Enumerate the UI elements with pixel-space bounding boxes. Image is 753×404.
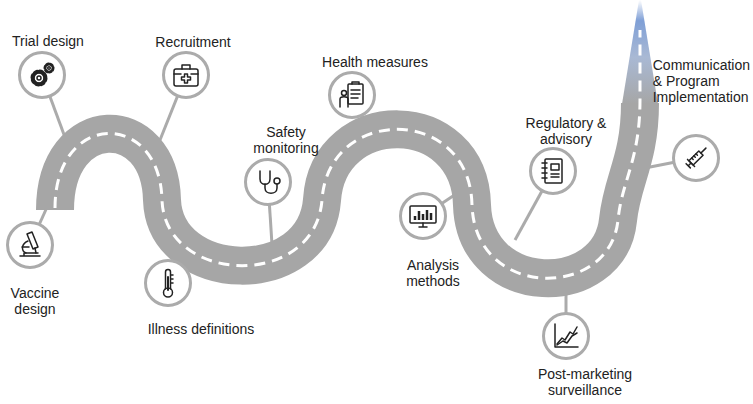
icon-circle: Regulatory & advisory (529, 147, 577, 195)
icon-circle: Vaccine design (6, 221, 54, 269)
icon-circle: Safety monitoring (244, 158, 292, 206)
step-label: Trial design (0, 33, 98, 49)
icon-circle: Analysis methods (399, 192, 447, 240)
microscope-icon (20, 232, 40, 256)
medical-bag-icon (174, 65, 198, 86)
monitor-chart-icon (410, 206, 436, 227)
road (55, 103, 640, 278)
syringe-icon (685, 145, 710, 170)
step-label: Vaccine design (0, 285, 70, 317)
icon-circle: Health measures (328, 71, 376, 119)
step-label: Illness definitions (126, 321, 276, 337)
icon-circle: Communication & Program Implementation (672, 134, 720, 182)
icon-circle: Trial design (18, 51, 66, 99)
gears-icon (33, 64, 54, 85)
step-label: Post-marketing surveillance (525, 366, 645, 398)
icon-circle: Post-marketing surveillance (542, 312, 590, 360)
clipboard-icon (340, 82, 363, 107)
road-centerline (55, 30, 640, 278)
icon-circle: Illness definitions (144, 259, 192, 307)
step-label: Analysis methods (393, 257, 473, 289)
step-label: Regulatory & advisory (516, 115, 616, 147)
step-label: Recruitment (138, 34, 248, 50)
line-chart-icon (555, 324, 578, 347)
step-label: Safety monitoring (241, 124, 331, 156)
step-label: Communication & Program Implementation (653, 57, 753, 105)
step-label: Health measures (305, 54, 445, 70)
notebook-icon (542, 159, 562, 183)
stethoscope-icon (260, 171, 280, 193)
icon-grounds (7, 52, 719, 359)
icon-circle: Recruitment (162, 51, 210, 99)
thermometer-icon (164, 270, 174, 298)
